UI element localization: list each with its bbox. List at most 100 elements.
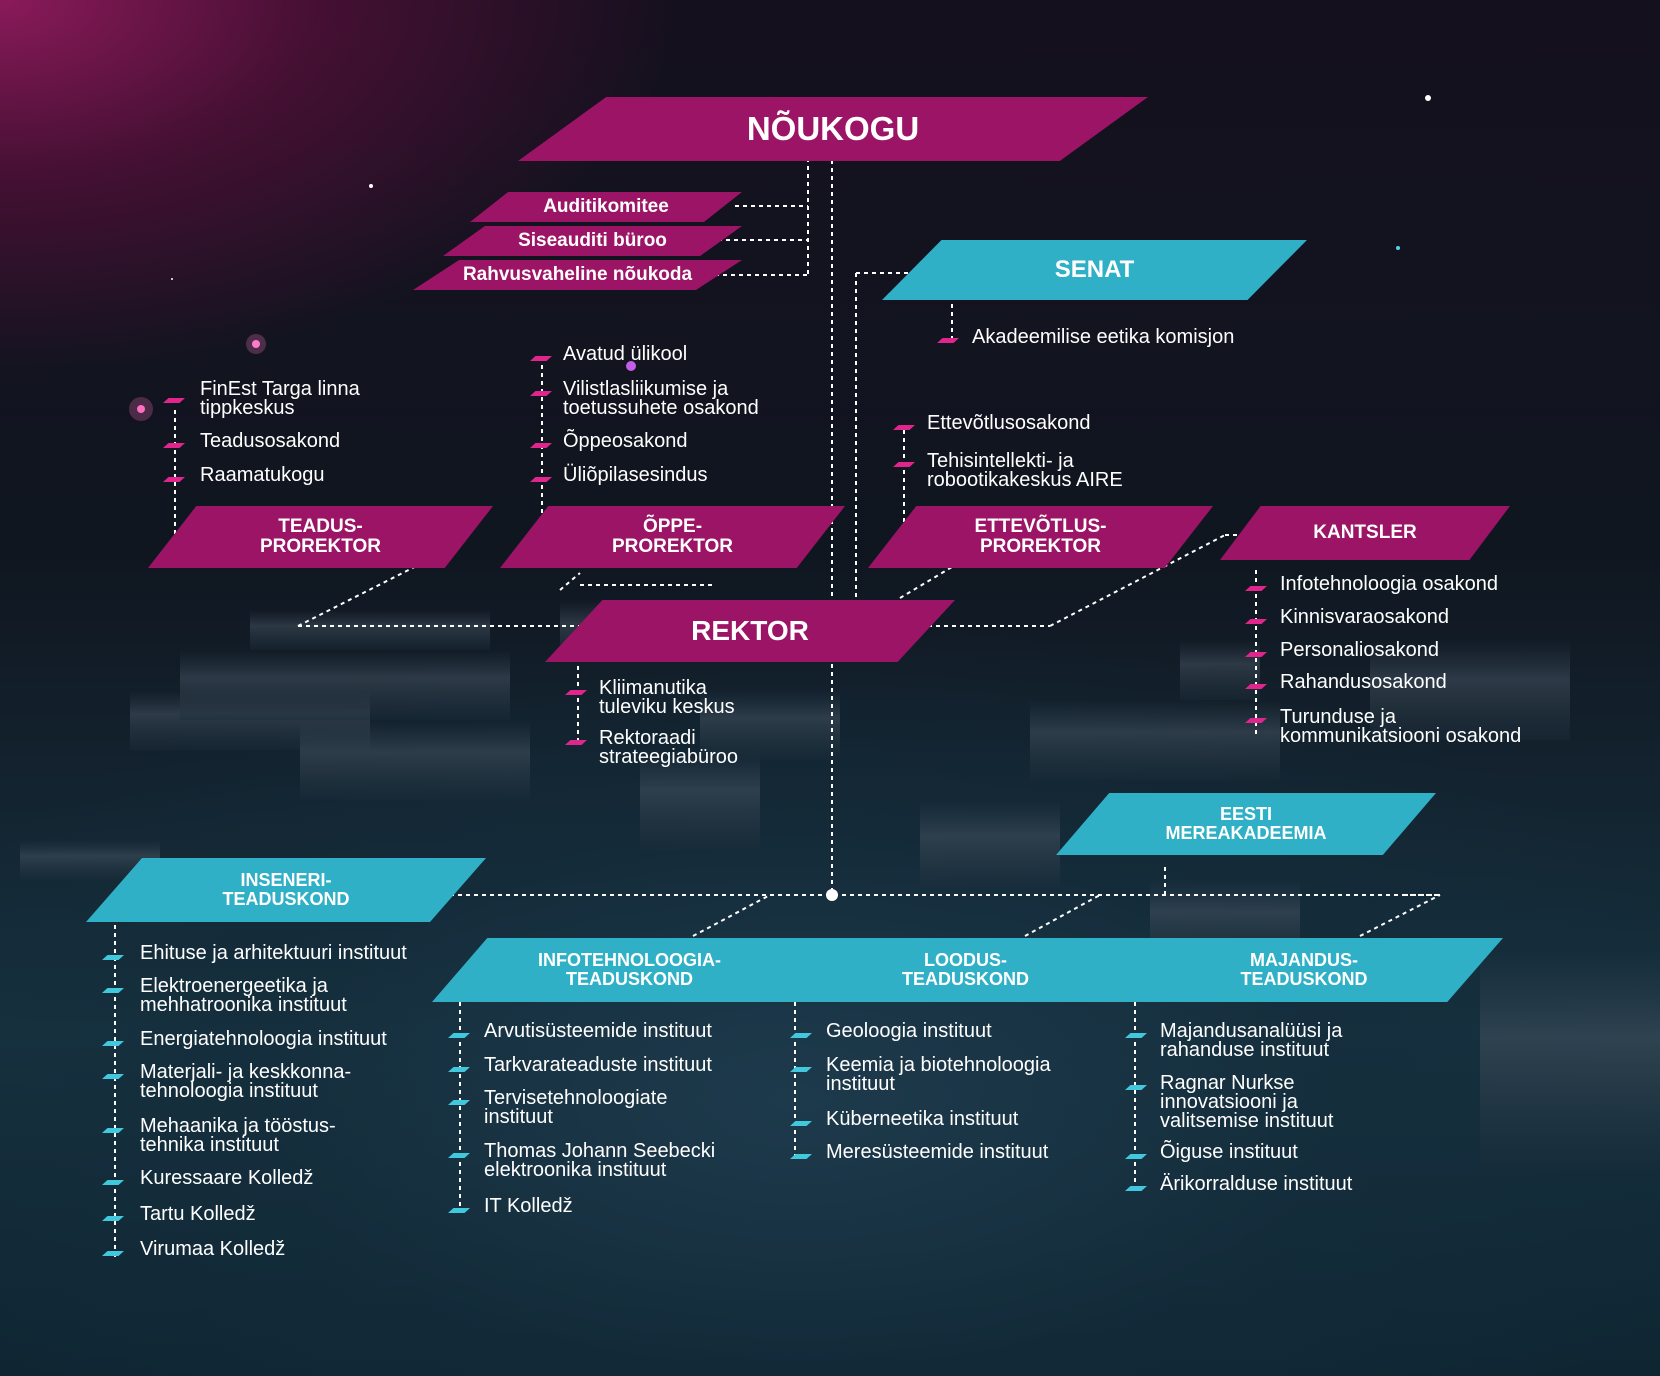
box-title: EESTI <box>1219 804 1272 825</box>
rektor-box[interactable]: REKTOR <box>545 600 955 662</box>
noukogu-box[interactable]: NÕUKOGU <box>518 97 1148 161</box>
box-title: KANTSLER <box>1313 522 1417 544</box>
oppe-item[interactable]: Üliõpilasesindus <box>563 464 708 486</box>
list-marker <box>1245 684 1267 689</box>
loodus-item[interactable]: Küberneetika instituut <box>826 1108 1019 1130</box>
infotehnoloogia-item[interactable]: Tarkvarateaduste instituut <box>484 1054 712 1076</box>
list-marker <box>565 690 587 695</box>
list-marker <box>1125 1033 1147 1038</box>
senat-item[interactable]: Akadeemilise eetika komisjon <box>972 326 1235 348</box>
loodus-item[interactable]: Meresüsteemide instituut <box>826 1141 1049 1163</box>
ettevotlus-item[interactable]: Ettevõtlusosakond <box>927 412 1091 434</box>
infotehnoloogia-box[interactable]: INFOTEHNOLOOGIA- TEADUSKOND <box>432 938 827 1002</box>
kantsler-item[interactable]: Rahandusosakond <box>1280 671 1447 693</box>
list-marker <box>565 740 587 745</box>
box-title: TEADUSKOND <box>901 969 1029 989</box>
box-title: TEADUSKOND <box>222 889 350 909</box>
inseneri-item[interactable]: Tartu Kolledž <box>140 1203 256 1225</box>
kantsler-item[interactable]: Infotehnoloogia osakond <box>1280 573 1498 595</box>
inseneri-item[interactable]: Virumaa Kolledž <box>140 1238 286 1260</box>
box-title: PROREKTOR <box>611 536 734 557</box>
infotehnoloogia-item[interactable]: Arvutisüsteemide instituut <box>484 1020 712 1042</box>
box-title: TEADUS- <box>278 516 363 538</box>
majandus-item[interactable]: Ärikorralduse instituut <box>1160 1173 1353 1195</box>
list-marker <box>530 391 552 396</box>
inseneri-item[interactable]: Kuressaare Kolledž <box>140 1167 314 1189</box>
box-title: INSENERI- <box>240 870 332 891</box>
ettevotlusprorektor-box[interactable]: ETTEVÕTLUS- PROREKTOR <box>868 506 1213 568</box>
inseneri-box[interactable]: INSENERI- TEADUSKOND <box>86 858 486 922</box>
list-marker <box>893 462 915 467</box>
list-marker <box>448 1067 470 1072</box>
list-marker <box>530 356 552 361</box>
list-marker <box>448 1100 470 1105</box>
inseneri-item[interactable]: Materjali- ja keskkonna-tehnoloogia inst… <box>140 1061 352 1102</box>
kantsler-item[interactable]: Personaliosakond <box>1280 639 1439 661</box>
list-marker <box>102 1074 124 1079</box>
list-marker <box>102 1251 124 1256</box>
mereakadeemia-box[interactable]: EESTI MEREAKADEEMIA <box>1056 793 1436 855</box>
oppe-item[interactable]: Avatud ülikool <box>563 343 688 365</box>
teadus-item[interactable]: Raamatukogu <box>200 464 325 486</box>
box-title: TEADUSKOND <box>1240 969 1368 989</box>
list-marker <box>1245 619 1267 624</box>
list-marker <box>102 988 124 993</box>
inseneri-item[interactable]: Mehaanika ja tööstus-tehnika instituut <box>140 1115 336 1156</box>
list-marker <box>448 1208 470 1213</box>
majandus-item[interactable]: Õiguse instituut <box>1160 1141 1298 1163</box>
box-title: PROREKTOR <box>979 536 1102 557</box>
majandus-box[interactable]: MAJANDUS- TEADUSKOND <box>1105 938 1503 1002</box>
noukogu-title: NÕUKOGU <box>746 109 920 147</box>
list-marker <box>790 1121 812 1126</box>
rektor-title: REKTOR <box>691 615 809 647</box>
inseneri-item[interactable]: Energiatehnoloogia instituut <box>140 1028 387 1050</box>
committee-siseauditi[interactable]: Siseauditi büroo <box>443 226 742 256</box>
teadusprorektor-box[interactable]: TEADUS- PROREKTOR <box>148 506 493 568</box>
loodus-box[interactable]: LOODUS- TEADUSKOND <box>768 938 1163 1002</box>
list-marker <box>937 338 959 343</box>
list-marker <box>1245 586 1267 591</box>
oppe-item[interactable]: Õppeosakond <box>563 430 688 452</box>
inseneri-item[interactable]: Ehituse ja arhitektuuri instituut <box>140 942 407 964</box>
list-marker <box>530 443 552 448</box>
box-title: TEADUSKOND <box>565 969 693 989</box>
list-marker <box>1245 718 1267 723</box>
list-marker <box>102 1216 124 1221</box>
committee-label: Rahvusvaheline nõukoda <box>462 264 693 286</box>
list-marker <box>102 1180 124 1185</box>
committee-label: Auditikomitee <box>543 196 669 218</box>
loodus-item[interactable]: Geoloogia instituut <box>826 1020 992 1042</box>
senat-box[interactable]: SENAT <box>882 240 1307 300</box>
senat-title: SENAT <box>1054 256 1135 284</box>
infotehnoloogia-item[interactable]: IT Kolledž <box>484 1195 573 1217</box>
list-marker <box>1125 1085 1147 1090</box>
list-marker <box>893 425 915 430</box>
oppeprorektor-box[interactable]: ÕPPE- PROREKTOR <box>500 506 845 568</box>
kantsler-item[interactable]: Kinnisvaraosakond <box>1280 606 1449 628</box>
committee-auditikomitee[interactable]: Auditikomitee <box>470 192 742 222</box>
box-title: MEREAKADEEMIA <box>1165 823 1327 843</box>
list-marker <box>102 955 124 960</box>
box-title: ÕPPE- <box>642 516 703 538</box>
list-marker <box>1245 652 1267 657</box>
list-marker <box>448 1033 470 1038</box>
list-marker <box>790 1067 812 1072</box>
teadus-item[interactable]: Teadusosakond <box>200 430 341 452</box>
committee-rahvusvaheline[interactable]: Rahvusvaheline nõukoda <box>413 260 742 290</box>
kantsler-box[interactable]: KANTSLER <box>1220 506 1510 560</box>
list-marker <box>530 477 552 482</box>
